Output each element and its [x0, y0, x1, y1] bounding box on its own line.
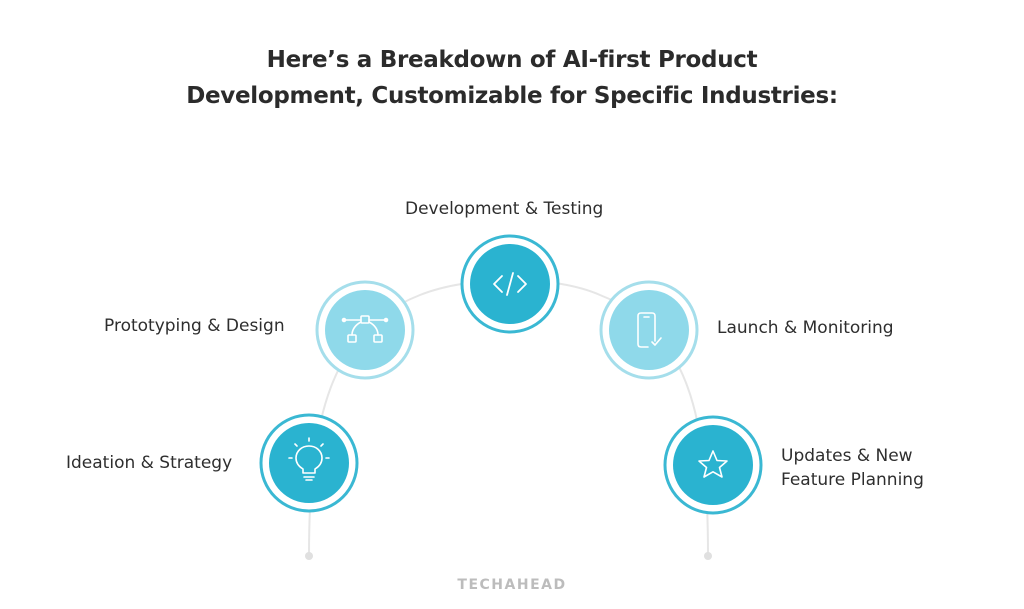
- step-label-updates: Updates & New Feature Planning: [781, 444, 924, 492]
- step-launch-node: [599, 280, 699, 380]
- step-label-updates-line-2: Feature Planning: [781, 470, 924, 490]
- title-line-2: Development, Customizable for Specific I…: [186, 83, 838, 109]
- step-label-prototyping: Prototyping & Design: [104, 316, 285, 336]
- step-prototyping-node: [315, 280, 415, 380]
- lightbulb-icon: [288, 437, 330, 481]
- star-icon: [698, 450, 728, 478]
- step-development-node: [460, 234, 560, 334]
- title-line-1: Here’s a Breakdown of AI-first Product: [266, 47, 758, 73]
- vector-path-icon: [341, 315, 389, 343]
- techahead-logo: TECHAHEAD: [457, 577, 567, 593]
- mobile-check-icon: [637, 312, 662, 348]
- arc-end-dot-right: [704, 552, 712, 560]
- arc-end-dot-left: [305, 552, 313, 560]
- code-brackets-icon: [493, 272, 527, 296]
- step-label-updates-line-1: Updates & New: [781, 446, 913, 466]
- step-ideation-node: [259, 413, 359, 513]
- step-label-ideation: Ideation & Strategy: [66, 453, 233, 473]
- step-label-development: Development & Testing: [405, 199, 604, 219]
- step-updates-node: [663, 415, 763, 515]
- step-label-launch: Launch & Monitoring: [717, 318, 894, 338]
- page-title: Here’s a Breakdown of AI-first Product D…: [0, 42, 1024, 114]
